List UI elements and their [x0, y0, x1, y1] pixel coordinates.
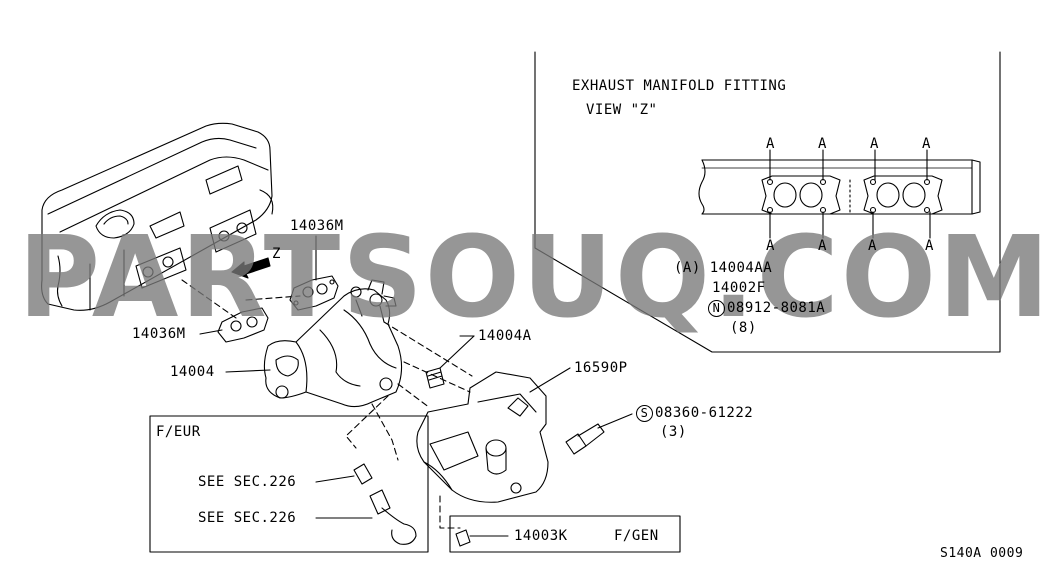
- label-plug[interactable]: 14003K: [514, 528, 568, 544]
- legend-line-4: (8): [730, 320, 757, 336]
- heat-shield-icon: [416, 367, 571, 503]
- point-label-a: A: [766, 136, 775, 152]
- bolt-code: 08360-61222: [655, 405, 754, 421]
- gasket-upper-icon: [289, 235, 339, 311]
- label-heat-shield[interactable]: 16590P: [574, 360, 628, 376]
- legend-code: 08912-8081A: [727, 300, 826, 316]
- figure-code: S140A 0009: [940, 546, 1024, 561]
- label-gasket-lower[interactable]: 14036M: [132, 326, 186, 342]
- exhaust-manifold-icon: [263, 279, 403, 408]
- point-label-a: A: [925, 238, 934, 254]
- legend-line-2: 14002F: [712, 280, 766, 296]
- view-arrow-icon: [231, 257, 271, 279]
- legend-line-1: (A) 14004AA: [674, 260, 773, 276]
- label-manifold[interactable]: 14004: [170, 364, 215, 380]
- plug-box-frame: [449, 515, 681, 553]
- plug-icon: [455, 529, 509, 547]
- point-label-a: A: [766, 238, 775, 254]
- label-stud[interactable]: 14004A: [478, 328, 532, 344]
- eur-ref-2[interactable]: SEE SEC.226: [198, 510, 297, 526]
- eur-box-frame: [149, 415, 429, 553]
- eur-box-title: F/EUR: [156, 424, 201, 440]
- point-label-a: A: [868, 238, 877, 254]
- bolt-icon: [565, 413, 633, 455]
- watermark: PARTSOUQ.COM: [18, 213, 1045, 343]
- stud-icon: [425, 335, 475, 389]
- sensor-icon: [315, 463, 417, 545]
- point-label-a: A: [818, 136, 827, 152]
- label-bolt-qty: (3): [660, 424, 687, 440]
- label-view-z: Z: [272, 246, 281, 262]
- view-z-frame: [534, 51, 1001, 353]
- gasket-lower-icon: [217, 307, 269, 343]
- view-title: EXHAUST MANIFOLD FITTING: [572, 78, 787, 94]
- legend-symbol: N: [708, 300, 725, 317]
- flange-strip-icon: [698, 149, 981, 239]
- label-gasket-upper[interactable]: 14036M: [290, 218, 344, 234]
- point-label-a: A: [870, 136, 879, 152]
- bolt-symbol: S: [636, 405, 653, 422]
- point-label-a: A: [922, 136, 931, 152]
- view-subtitle: VIEW "Z": [586, 102, 658, 118]
- eur-ref-1[interactable]: SEE SEC.226: [198, 474, 297, 490]
- point-label-a: A: [818, 238, 827, 254]
- cylinder-head-icon: [41, 122, 274, 311]
- label-plug-variant: F/GEN: [614, 528, 659, 544]
